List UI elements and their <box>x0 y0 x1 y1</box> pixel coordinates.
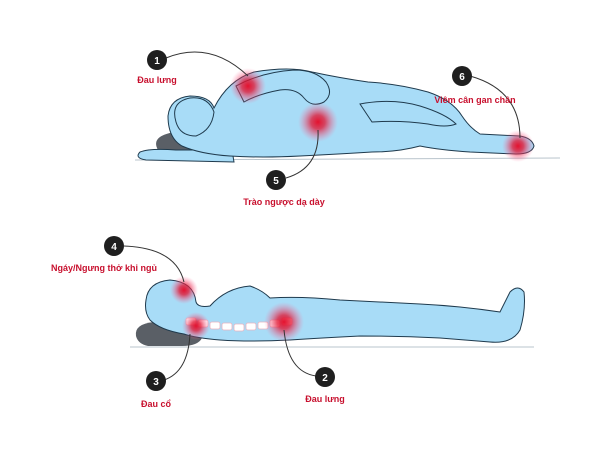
body-side <box>167 68 535 158</box>
leader-3 <box>163 333 191 381</box>
badge-3-number: 3 <box>153 377 159 388</box>
callout-6: 6 Viêm cân gan chân <box>434 66 516 105</box>
head-side <box>174 97 215 137</box>
badge-4 <box>104 236 124 256</box>
hotspot-3 <box>182 312 210 340</box>
leader-6 <box>469 75 521 139</box>
badge-5 <box>266 170 286 190</box>
leader-1 <box>165 51 249 77</box>
callout-6-label: Viêm cân gan chân <box>434 95 515 105</box>
callout-2: 2 Đau lưng <box>305 367 345 404</box>
callout-3-label: Đau cổ <box>141 399 172 409</box>
hotspot-1 <box>230 68 266 104</box>
callout-4: 4 Ngáy/Ngưng thở khi ngủ <box>51 236 157 273</box>
badge-5-number: 5 <box>273 176 279 187</box>
badge-6-number: 6 <box>459 72 465 83</box>
badge-2-number: 2 <box>322 373 328 384</box>
hotspot-5 <box>298 102 338 142</box>
badge-4-number: 4 <box>111 242 117 253</box>
upper-leg <box>359 100 457 127</box>
callout-5: 5 Trào ngược dạ dày <box>243 170 325 207</box>
leader-2 <box>283 329 317 377</box>
badge-3 <box>146 371 166 391</box>
callout-5-label: Trào ngược dạ dày <box>243 197 324 207</box>
callout-1: 1 Đau lưng <box>137 50 177 85</box>
badge-1 <box>147 50 167 70</box>
leader-4 <box>123 245 185 283</box>
back-sleeping-figure <box>123 245 534 381</box>
callout-3: 3 Đau cổ <box>141 371 172 409</box>
badge-2 <box>315 367 335 387</box>
badge-6 <box>452 66 472 86</box>
callout-4-label: Ngáy/Ngưng thở khi ngủ <box>51 263 157 273</box>
leader-5 <box>285 129 319 179</box>
hotspot-2 <box>264 302 304 342</box>
callout-2-label: Đau lưng <box>305 394 345 404</box>
hotspot-6 <box>502 130 534 162</box>
badge-1-number: 1 <box>154 56 160 67</box>
hotspot-4 <box>170 276 198 304</box>
side-sleeping-figure <box>134 51 561 179</box>
callout-1-label: Đau lưng <box>137 75 177 85</box>
